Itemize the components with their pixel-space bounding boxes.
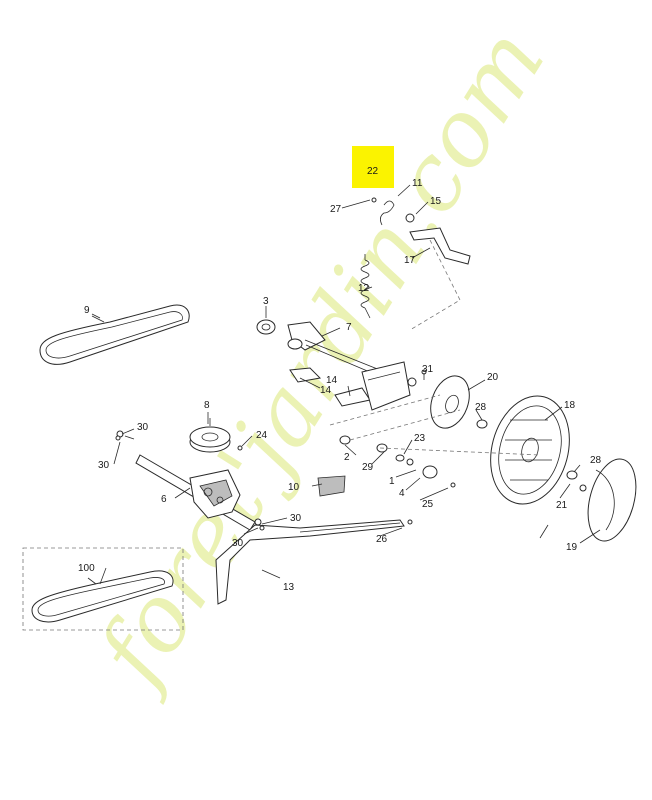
callout-14-b[interactable]: 14	[320, 385, 332, 396]
small-parts-top	[371, 197, 415, 226]
callout-1[interactable]: 1	[389, 476, 395, 487]
callout-6[interactable]: 6	[161, 494, 167, 505]
spring-part-12	[360, 254, 371, 319]
callout-31[interactable]: 31	[422, 364, 434, 375]
callout-8[interactable]: 8	[204, 400, 210, 411]
bracket-part-17	[409, 227, 471, 331]
callout-100[interactable]: 100	[78, 563, 95, 574]
callout-11[interactable]: 11	[412, 178, 423, 189]
transmission-part-6	[116, 430, 256, 531]
callout-27[interactable]: 27	[330, 204, 342, 215]
callout-17[interactable]: 17	[404, 255, 416, 266]
callout-30-c[interactable]: 30	[290, 513, 302, 524]
callout-20[interactable]: 20	[487, 372, 499, 383]
callout-22[interactable]: 22	[367, 166, 379, 177]
callout-labels: 22 11 27 15 17 12 9 3 7 14 14 31 20 18 2…	[78, 166, 602, 593]
callout-9[interactable]: 9	[84, 305, 90, 316]
callout-26[interactable]: 26	[376, 534, 388, 545]
guide-lines	[329, 394, 541, 456]
callout-19[interactable]: 19	[566, 542, 578, 553]
belt-kit-part-100	[22, 547, 184, 631]
callout-24[interactable]: 24	[256, 430, 268, 441]
callout-18[interactable]: 18	[564, 400, 576, 411]
callout-4[interactable]: 4	[399, 488, 405, 499]
pulley-part-8	[189, 418, 231, 453]
highlight-box-22	[352, 146, 394, 188]
callout-25[interactable]: 25	[422, 499, 434, 510]
callout-15[interactable]: 15	[430, 196, 442, 207]
callout-13[interactable]: 13	[283, 582, 295, 593]
watermark: foret'jardin.com	[75, 10, 566, 707]
bushing-part-3	[256, 319, 276, 335]
hubcap-part-20	[430, 375, 470, 429]
callout-29[interactable]: 29	[362, 462, 374, 473]
wheel-cover-part-19	[587, 458, 637, 542]
small-hardware	[115, 369, 587, 531]
callout-30-a[interactable]: 30	[137, 422, 149, 433]
callout-21[interactable]: 21	[556, 500, 568, 511]
watermark-text: foret'jardin.com	[75, 10, 566, 707]
callout-30-b[interactable]: 30	[98, 460, 110, 471]
callout-10[interactable]: 10	[288, 482, 300, 493]
callout-14-a[interactable]: 14	[326, 375, 338, 386]
wheel-part-18	[490, 395, 570, 505]
linkage-part-14	[289, 367, 371, 407]
callout-3[interactable]: 3	[263, 296, 269, 307]
callout-12[interactable]: 12	[358, 283, 370, 294]
bracket-part-10	[317, 475, 346, 497]
callout-23[interactable]: 23	[414, 433, 426, 444]
callout-7[interactable]: 7	[346, 322, 352, 333]
callout-28-b[interactable]: 28	[590, 455, 602, 466]
gear-housing	[361, 361, 417, 411]
handle-part-13	[215, 519, 405, 605]
callout-2[interactable]: 2	[344, 452, 350, 463]
leader-lines	[91, 184, 601, 585]
callout-28-a[interactable]: 28	[475, 402, 487, 413]
belt-part-9	[39, 304, 190, 365]
callout-30-d[interactable]: 30	[232, 538, 244, 549]
